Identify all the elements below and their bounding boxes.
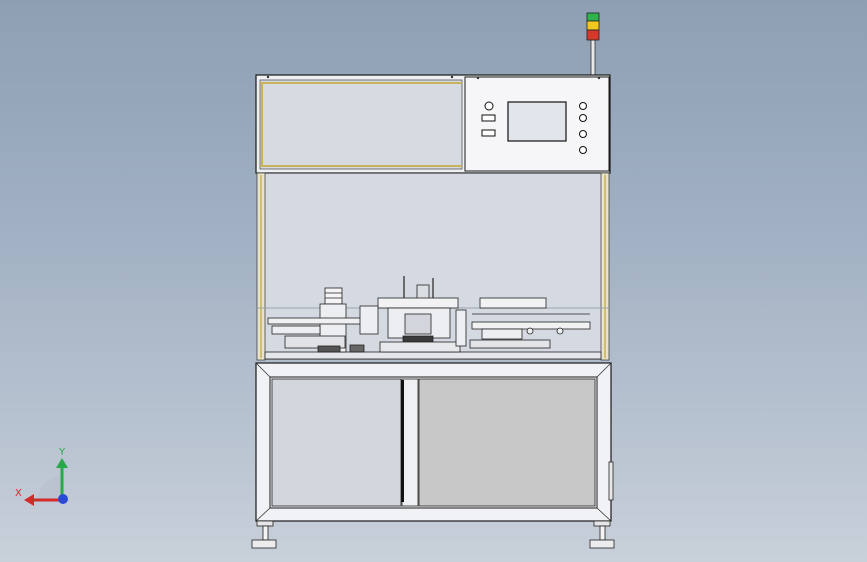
foot-right-stem	[599, 525, 606, 541]
frame-bevel	[255, 362, 271, 378]
left-block-dark	[349, 344, 365, 353]
signal-light-green	[586, 12, 600, 22]
signal-light-red	[586, 29, 600, 41]
frame-bevel	[255, 507, 271, 522]
triad-y-arrowhead	[56, 458, 68, 468]
cabinet-door-right[interactable]	[418, 378, 596, 507]
triad-xy-plane	[38, 476, 62, 500]
signal-tower	[586, 12, 600, 76]
mechanism-base-plate	[264, 351, 602, 360]
fastener	[266, 75, 270, 79]
right-slide-block	[481, 328, 523, 340]
left-slide-rail	[267, 317, 369, 325]
frame-bevel	[596, 362, 612, 378]
panel-button-right-3[interactable]	[579, 130, 587, 138]
right-lower-rail	[469, 339, 551, 349]
panel-button-left[interactable]	[484, 101, 494, 111]
foot-right-bracket	[593, 520, 611, 527]
triad-x-arrowhead	[24, 494, 34, 506]
cabinet-door-left[interactable]	[271, 378, 402, 507]
left-block-dark	[317, 345, 341, 353]
door-center-mullion	[401, 378, 419, 507]
foot-left-pad	[251, 539, 277, 549]
panel-button-right-1[interactable]	[579, 102, 587, 110]
left-bracket	[284, 335, 346, 349]
hmi-screen[interactable]	[507, 101, 567, 142]
triad-z-axis	[58, 494, 68, 504]
left-cylinder	[271, 325, 321, 335]
triad-x-label: X	[15, 488, 22, 499]
leveling-feet	[251, 520, 615, 549]
triad-y-label: Y	[58, 447, 66, 458]
panel-button-right-2[interactable]	[579, 114, 587, 122]
lower-cabinet	[255, 362, 614, 522]
signal-light-yellow	[586, 20, 600, 31]
orientation-triad[interactable]: Y X	[15, 447, 68, 506]
center-base-block	[379, 341, 461, 353]
right-roller	[526, 327, 534, 335]
center-side-block	[455, 309, 467, 347]
upper-window	[259, 79, 463, 170]
panel-switch-2[interactable]	[481, 129, 496, 137]
frame-bevel	[596, 507, 612, 522]
left-feeder-column	[324, 287, 343, 305]
center-press-frame	[377, 297, 459, 309]
signal-tower-pole	[590, 39, 596, 76]
side-latch	[608, 461, 614, 501]
door-handle[interactable]	[401, 380, 404, 502]
upper-cabinet	[255, 74, 611, 174]
foot-left-bracket	[256, 520, 274, 527]
fastener	[450, 75, 454, 79]
foot-right-pad	[589, 539, 615, 549]
foot-left-stem	[262, 525, 269, 541]
right-roller	[556, 327, 564, 335]
center-module	[404, 313, 432, 335]
center-side-block	[359, 305, 379, 335]
assembly-mechanism	[264, 276, 602, 360]
right-upper-bracket	[479, 297, 547, 309]
fastener	[597, 76, 601, 80]
fastener	[476, 76, 480, 80]
panel-switch-1[interactable]	[481, 114, 496, 122]
panel-button-right-4[interactable]	[579, 146, 587, 154]
